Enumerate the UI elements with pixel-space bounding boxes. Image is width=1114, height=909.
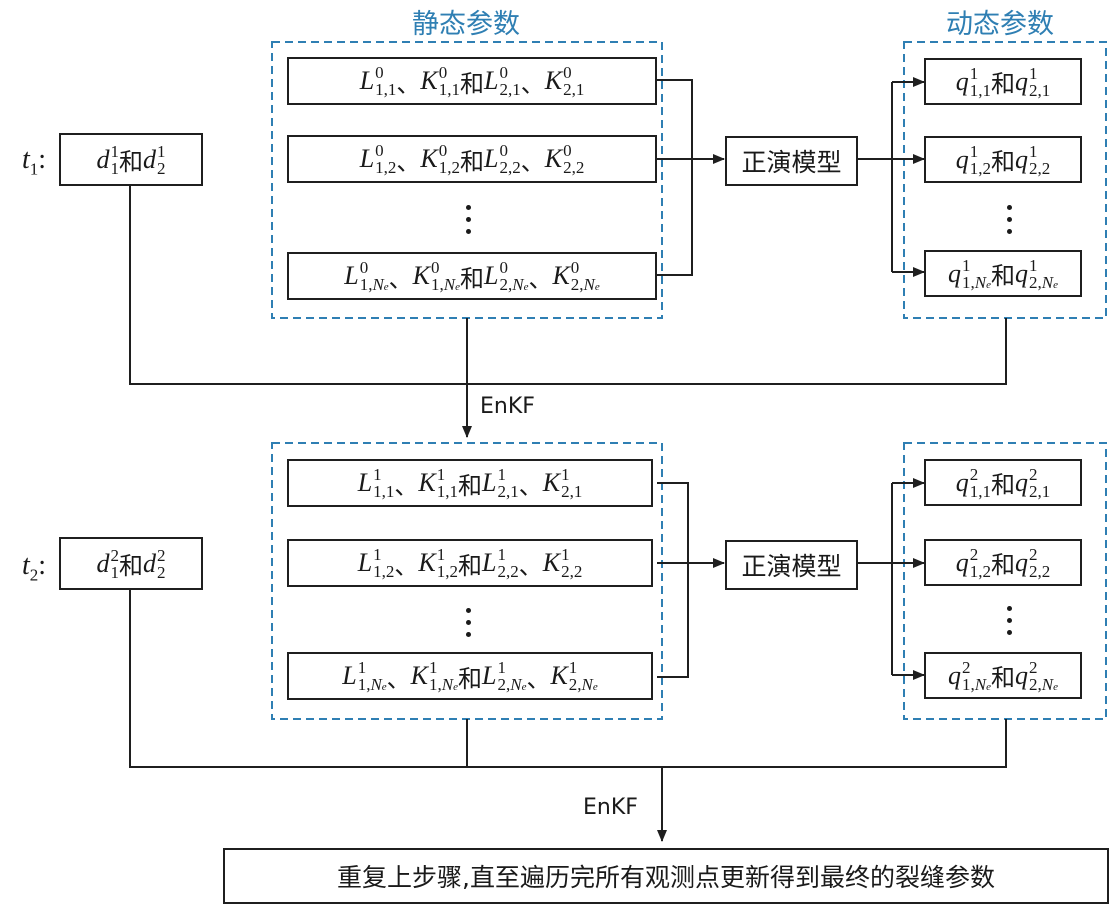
final-step-box: 重复上步骤,直至遍历完所有观测点更新得到最终的裂缝参数: [223, 848, 1109, 904]
enkf-label-1: EnKF: [480, 394, 535, 419]
forward-model-box-2: 正演模型: [725, 540, 858, 590]
dynamic-params-header: 动态参数: [946, 9, 1054, 40]
ellipsis-static-1: [465, 205, 471, 234]
ellipsis-dynamic-1: [1006, 205, 1012, 234]
forward-model-box-1: 正演模型: [725, 136, 858, 186]
ellipsis-static-2: [465, 608, 471, 637]
time-label-t1: t1:: [22, 144, 47, 179]
time-label-t2: t2:: [22, 550, 47, 585]
enkf-label-2: EnKF: [583, 795, 638, 820]
ellipsis-dynamic-2: [1006, 606, 1012, 635]
static-params-header: 静态参数: [412, 9, 520, 40]
